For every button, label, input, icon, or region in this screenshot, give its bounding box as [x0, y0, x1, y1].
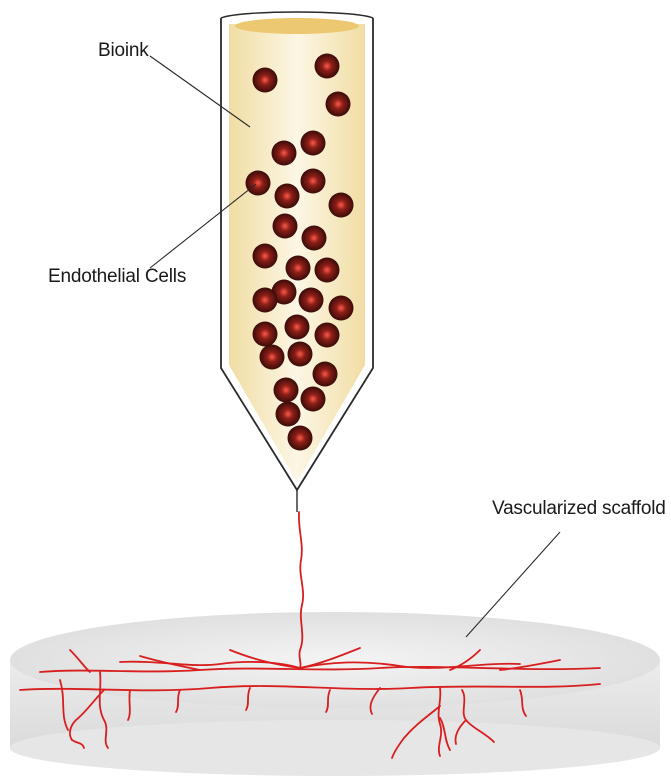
- scaffold-disc-icon: [10, 612, 660, 776]
- cell-sphere-icon: [329, 193, 354, 218]
- cell-sphere-icon: [313, 362, 338, 387]
- cell-sphere-icon: [253, 322, 278, 347]
- cell-sphere-icon: [272, 141, 297, 166]
- cell-sphere-icon: [301, 169, 326, 194]
- cell-sphere-icon: [315, 258, 340, 283]
- cell-sphere-icon: [288, 342, 313, 367]
- cell-sphere-icon: [274, 378, 299, 403]
- cell-sphere-icon: [326, 92, 351, 117]
- cell-sphere-icon: [275, 184, 300, 209]
- cell-sphere-icon: [253, 288, 278, 313]
- cell-sphere-icon: [273, 214, 298, 239]
- cell-sphere-icon: [301, 131, 326, 156]
- cell-sphere-icon: [288, 426, 313, 451]
- cell-sphere-icon: [276, 402, 301, 427]
- cell-sphere-icon: [315, 54, 340, 79]
- endothelial-cells-label: Endothelial Cells: [48, 266, 186, 288]
- cell-sphere-icon: [329, 296, 354, 321]
- vascularized-scaffold-label: Vascularized scaffold: [492, 498, 666, 520]
- cell-sphere-icon: [260, 345, 285, 370]
- cell-sphere-icon: [302, 226, 327, 251]
- cell-sphere-icon: [246, 171, 271, 196]
- cell-sphere-icon: [301, 387, 326, 412]
- bioink-label: Bioink: [98, 40, 149, 62]
- cell-sphere-icon: [299, 288, 324, 313]
- cell-sphere-icon: [315, 323, 340, 348]
- cell-sphere-icon: [253, 244, 278, 269]
- cell-sphere-icon: [285, 315, 310, 340]
- cell-sphere-icon: [286, 256, 311, 281]
- cell-sphere-icon: [253, 68, 278, 93]
